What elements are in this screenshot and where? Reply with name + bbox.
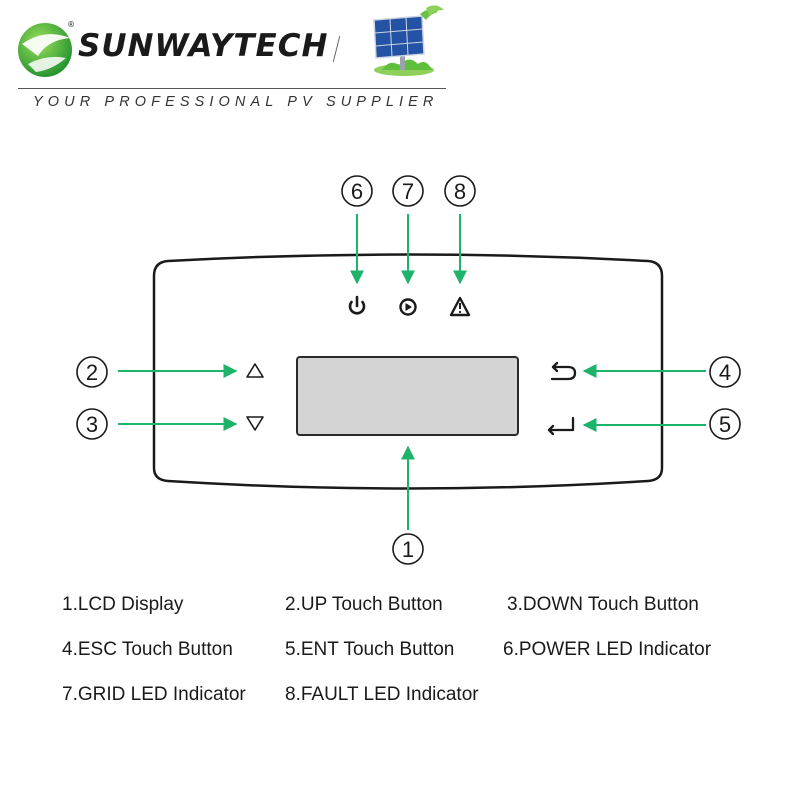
- callout-5-label: 5: [719, 412, 731, 437]
- lcd-display: [296, 356, 519, 436]
- legend-item-3: 3.DOWN Touch Button: [507, 594, 699, 615]
- tagline: YOUR PROFESSIONAL PV SUPPLIER: [33, 94, 439, 110]
- legend-item-1: 1.LCD Display: [62, 594, 184, 615]
- callout-5: 5: [709, 408, 741, 440]
- fault-led-icon: [449, 296, 471, 317]
- callout-8: 8: [444, 175, 476, 207]
- legend-item-5: 5.ENT Touch Button: [285, 639, 455, 660]
- callout-4: 4: [709, 356, 741, 388]
- callout-7-label: 7: [402, 179, 414, 204]
- up-button-icon[interactable]: [246, 363, 264, 378]
- legend-item-4: 4.ESC Touch Button: [62, 639, 233, 660]
- callout-1-label: 1: [402, 537, 414, 562]
- power-led-icon: [348, 295, 366, 315]
- callout-7: 7: [392, 175, 424, 207]
- registered-mark: ®: [67, 20, 75, 29]
- legend-item-2: 2.UP Touch Button: [285, 594, 443, 615]
- down-button-icon[interactable]: [246, 416, 264, 431]
- grid-led-icon: [399, 298, 417, 316]
- legend-item-6: 6.POWER LED Indicator: [503, 639, 712, 660]
- callout-2: 2: [76, 356, 108, 388]
- sunwaytech-logo-icon: [18, 23, 72, 77]
- header: ® SUNWAYTECH YOUR PROFESSIONAL PV SUPPLI…: [0, 0, 800, 130]
- callout-6: 6: [341, 175, 373, 207]
- callout-8-label: 8: [454, 179, 466, 204]
- callout-1: 1: [392, 533, 424, 565]
- header-rule: [18, 88, 446, 89]
- enter-button-icon[interactable]: [547, 416, 575, 436]
- callout-2-label: 2: [86, 360, 98, 385]
- esc-button-icon[interactable]: [550, 361, 577, 381]
- brand-name: SUNWAYTECH: [78, 28, 329, 64]
- callout-3-label: 3: [86, 412, 98, 437]
- callout-3: 3: [76, 408, 108, 440]
- solar-panel-icon: [373, 5, 444, 76]
- legend-item-8: 8.FAULT LED Indicator: [285, 684, 479, 705]
- legend-item-7: 7.GRID LED Indicator: [62, 684, 246, 705]
- callout-4-label: 4: [719, 360, 731, 385]
- callout-6-label: 6: [351, 179, 363, 204]
